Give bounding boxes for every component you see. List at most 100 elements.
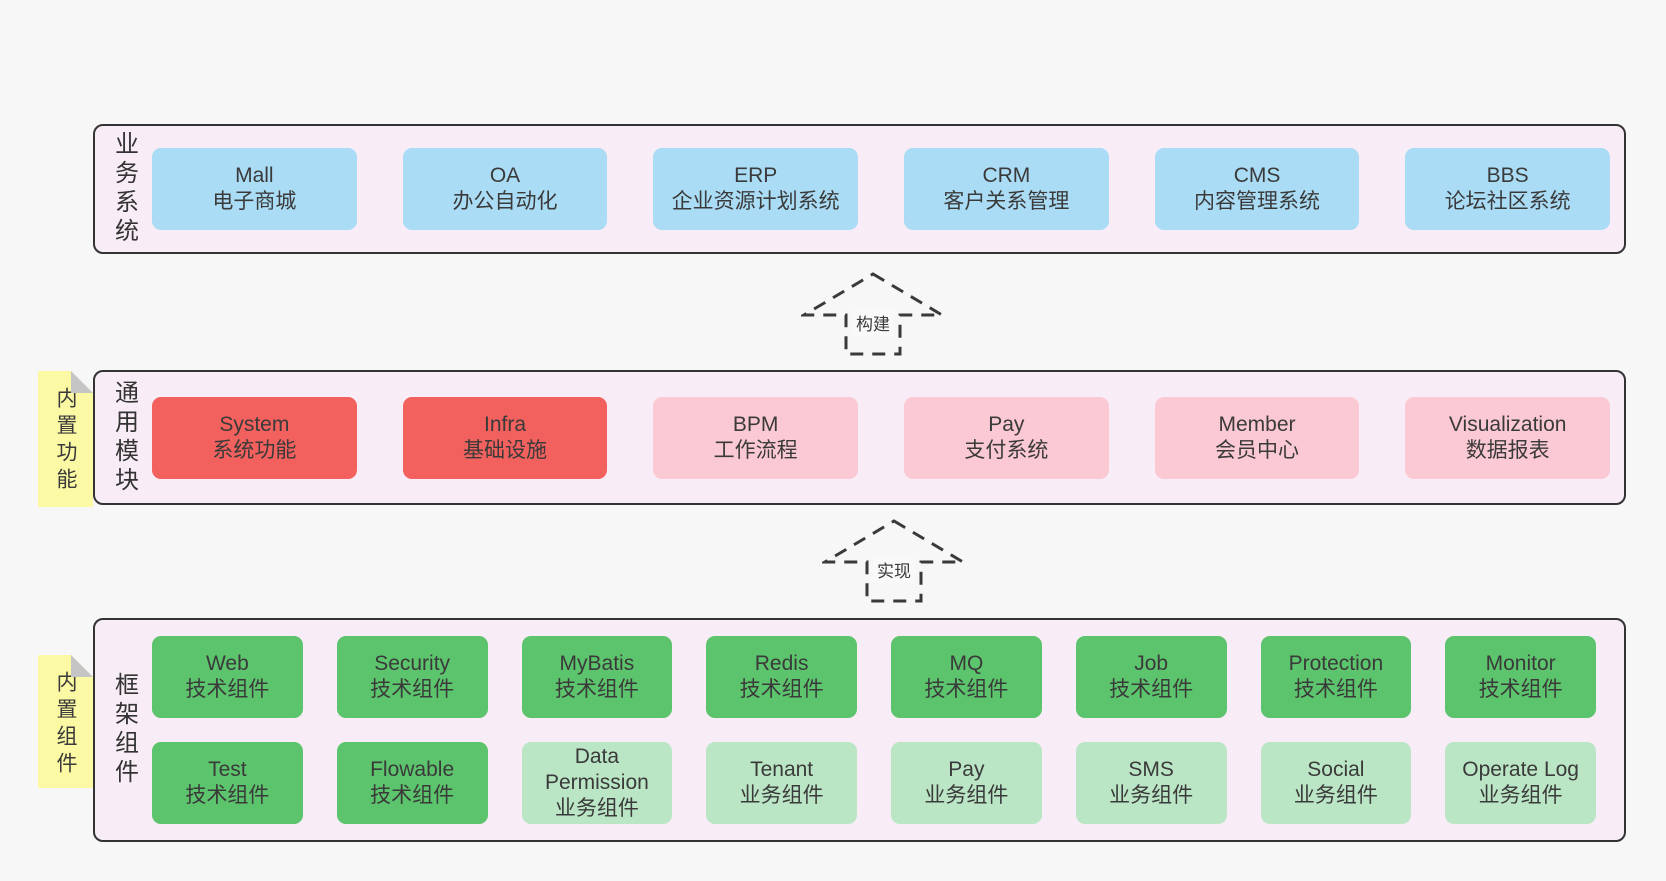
box-tenant: Tenant 业务组件	[706, 742, 857, 824]
panel-label-column: 业务系统	[95, 126, 152, 252]
box-title: Mall	[235, 164, 274, 187]
box-subtitle: 支付系统	[964, 438, 1049, 462]
box-erp: ERP 企业资源计划系统	[653, 148, 859, 230]
box-subtitle: 技术组件	[185, 784, 270, 807]
panel-title: 框架组件	[110, 672, 138, 788]
box-title: BPM	[732, 412, 779, 436]
box-title: Redis	[754, 652, 809, 675]
box-title: Data Permission	[544, 745, 649, 794]
box-subtitle: 技术组件	[1478, 678, 1563, 701]
box-title: Pay	[948, 758, 985, 781]
box-title: CMS	[1233, 164, 1281, 187]
box-title: Operate Log	[1462, 758, 1579, 781]
box-title: MQ	[949, 652, 984, 675]
box-subtitle: 技术组件	[739, 678, 824, 701]
box-title: BBS	[1486, 164, 1529, 187]
box-redis: Redis 技术组件	[706, 636, 857, 718]
box-subtitle: 业务组件	[924, 784, 1009, 807]
box-title: Job	[1134, 652, 1169, 675]
arrow-implement-label: 实现	[873, 556, 915, 583]
box-visualization: Visualization 数据报表	[1405, 396, 1611, 479]
box-subtitle: 技术组件	[554, 678, 639, 701]
box-data-permission: Data Permission 业务组件	[521, 742, 673, 824]
box-subtitle: 电子商城	[212, 190, 297, 213]
box-member: Member 会员中心	[1154, 396, 1360, 479]
box-title: OA	[489, 164, 521, 187]
panel-label-column: 通用模块	[95, 372, 152, 503]
box-security: Security 技术组件	[336, 636, 488, 718]
panel-business-systems: 业务系统 Mall 电子商城 OA 办公自动化 ERP 企业资源计划系统 CRM…	[93, 124, 1626, 254]
module-box-row: System 系统功能 Infra 基础设施 BPM 工作流程 Pay 支付系统…	[152, 396, 1611, 479]
box-pay-component: Pay 业务组件	[891, 742, 1042, 824]
box-title: Pay	[988, 412, 1025, 436]
panel-label-column: 框架组件	[95, 620, 152, 840]
box-operate-log: Operate Log 业务组件	[1445, 742, 1596, 824]
box-web: Web 技术组件	[152, 636, 303, 718]
box-title: Web	[205, 652, 249, 675]
box-subtitle: 客户关系管理	[943, 190, 1070, 213]
component-rows: Web 技术组件 Security 技术组件 MyBatis 技术组件 Redi…	[152, 636, 1610, 824]
box-subtitle: 内容管理系统	[1194, 190, 1321, 213]
panel-title: 业务系统	[110, 131, 138, 247]
box-subtitle: 业务组件	[1293, 784, 1378, 807]
dashed-up-arrow-icon	[822, 519, 966, 603]
box-title: Member	[1218, 412, 1296, 436]
box-subtitle: 技术组件	[1109, 678, 1194, 701]
box-mq: MQ 技术组件	[891, 636, 1042, 718]
box-job: Job 技术组件	[1075, 636, 1227, 718]
box-subtitle: 论坛社区系统	[1444, 190, 1571, 213]
sticky-tab-built-in-features: 内置功能	[38, 371, 93, 507]
panel-common-modules: 通用模块 System 系统功能 Infra 基础设施 BPM 工作流程 Pay…	[93, 370, 1626, 505]
box-title: ERP	[734, 164, 778, 187]
box-subtitle: 技术组件	[1293, 678, 1378, 701]
sticky-tab-label: 内置组件	[54, 671, 77, 779]
box-title: Tenant	[750, 758, 814, 781]
box-title: Monitor	[1485, 652, 1556, 675]
box-subtitle: 技术组件	[924, 678, 1009, 701]
box-cms: CMS 内容管理系统	[1154, 148, 1360, 230]
sticky-tab-label: 内置功能	[54, 387, 77, 495]
box-subtitle: 技术组件	[370, 678, 455, 701]
box-flowable: Flowable 技术组件	[336, 742, 488, 824]
box-mybatis: MyBatis 技术组件	[521, 636, 673, 718]
box-subtitle: 工作流程	[713, 438, 798, 462]
box-test: Test 技术组件	[152, 742, 303, 824]
box-crm: CRM 客户关系管理	[904, 148, 1109, 230]
box-subtitle: 技术组件	[370, 784, 455, 807]
box-subtitle: 企业资源计划系统	[671, 190, 840, 213]
box-protection: Protection 技术组件	[1260, 636, 1412, 718]
box-title: CRM	[982, 164, 1031, 187]
business-box-row: Mall 电子商城 OA 办公自动化 ERP 企业资源计划系统 CRM 客户关系…	[152, 148, 1611, 230]
box-subtitle: 业务组件	[554, 797, 639, 820]
box-subtitle: 办公自动化	[452, 190, 558, 213]
box-social: Social 业务组件	[1260, 742, 1412, 824]
component-box-row-2: Test 技术组件 Flowable 技术组件 Data Permission …	[152, 742, 1596, 824]
box-title: Infra	[483, 412, 527, 436]
box-subtitle: 业务组件	[1478, 784, 1563, 807]
arrow-build-label: 构建	[852, 309, 894, 336]
component-box-row-1: Web 技术组件 Security 技术组件 MyBatis 技术组件 Redi…	[152, 636, 1596, 718]
dashed-up-arrow-icon	[801, 272, 945, 356]
box-bbs: BBS 论坛社区系统	[1405, 148, 1611, 230]
box-title: Test	[208, 758, 247, 781]
box-title: SMS	[1128, 758, 1174, 781]
arrow-implement: 实现	[822, 518, 966, 604]
box-title: Security	[374, 652, 451, 675]
box-subtitle: 业务组件	[1109, 784, 1194, 807]
box-subtitle: 业务组件	[739, 784, 824, 807]
box-subtitle: 系统功能	[212, 438, 297, 462]
box-subtitle: 数据报表	[1465, 438, 1550, 462]
box-title: Social	[1307, 758, 1365, 781]
box-infra: Infra 基础设施	[402, 396, 608, 479]
panel-title: 通用模块	[110, 379, 138, 496]
sticky-tab-built-in-components: 内置组件	[38, 655, 93, 788]
box-pay-system: Pay 支付系统	[904, 396, 1109, 479]
box-oa: OA 办公自动化	[402, 148, 608, 230]
panel-framework-components: 框架组件 Web 技术组件 Security 技术组件 MyBatis 技术组件…	[93, 618, 1626, 842]
box-sms: SMS 业务组件	[1075, 742, 1227, 824]
arrow-build: 构建	[801, 271, 945, 357]
box-title: MyBatis	[559, 652, 635, 675]
box-title: System	[219, 412, 290, 436]
box-system: System 系统功能	[152, 396, 357, 479]
